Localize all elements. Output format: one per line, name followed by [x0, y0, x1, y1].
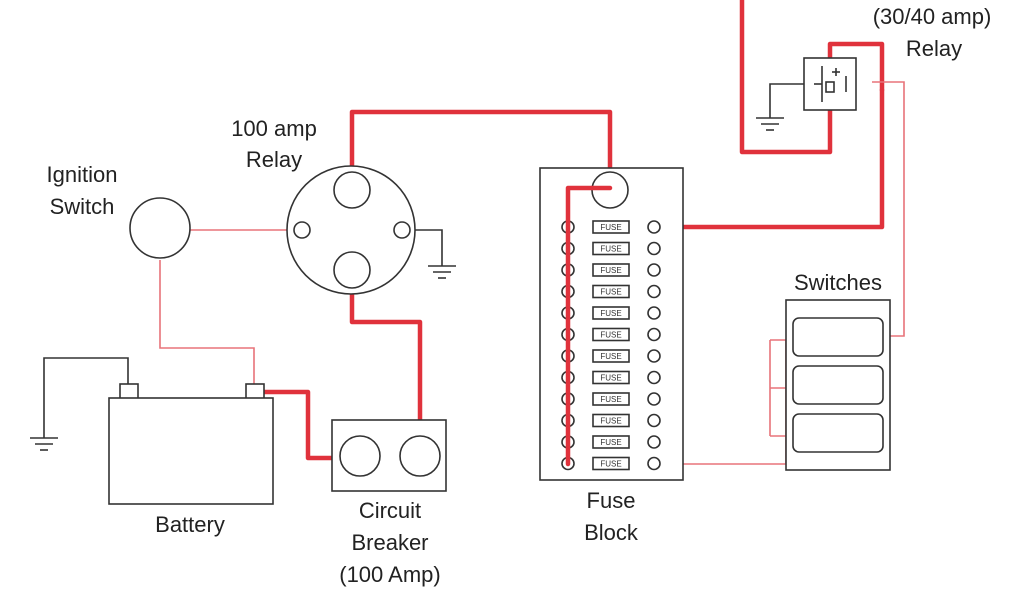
fuse: [592, 263, 630, 277]
switch-panel: [785, 299, 891, 471]
fuse-label: FUSE: [600, 245, 621, 254]
relay-load-wire: [739, 0, 833, 155]
fuse: [592, 456, 630, 471]
switches-label: Switches: [794, 270, 882, 295]
fuse-output-terminal: [647, 392, 661, 406]
switch-to-relay-wire: [872, 81, 905, 337]
fuse-label: FUSE: [600, 331, 621, 340]
relay-to-breaker-wire: [349, 269, 423, 461]
breaker-label-1: Circuit: [359, 498, 421, 523]
fuse-label: FUSE: [600, 460, 621, 469]
breaker-label-3: (100 Amp): [339, 562, 441, 587]
ignition-to-battery-wire: [159, 260, 255, 386]
fuse-output-terminal: [647, 327, 661, 342]
fuse-row: FUSE: [561, 370, 661, 385]
circuit-breaker: [331, 419, 447, 492]
relay-small-label-1: (30/40 amp): [873, 4, 992, 29]
relay-100-amp: [286, 165, 416, 295]
fuse-output-terminal: [647, 220, 661, 234]
fuse-block-label-2: Block: [584, 520, 639, 545]
fuse-bus-wire: [565, 185, 613, 467]
fuse-label: FUSE: [600, 395, 621, 404]
fuse-output-terminal: [647, 263, 661, 277]
fuse-row: FUSE: [561, 284, 661, 299]
fuse-block-label-1: Fuse: [587, 488, 636, 513]
fuse-output-terminal: [647, 349, 661, 363]
fuse-output-terminal: [647, 284, 661, 299]
relay-feed-wire: [827, 41, 885, 93]
breaker-terminal-left: [339, 435, 381, 477]
fuse-label: FUSE: [600, 374, 621, 383]
fuse-block: FUSE FUSE FUSE FUSE FUSE FUSE FUSE FUSE FUSE FUSE…: [539, 167, 684, 481]
ignition-label-1: Ignition: [47, 162, 118, 187]
fuse: [592, 370, 630, 385]
fuse-output-terminal: [647, 306, 661, 320]
fuse-output-terminal: [647, 435, 661, 449]
relay-100-terminal-right: [393, 221, 411, 239]
fuse: [592, 241, 630, 256]
fuse-row: FUSE: [561, 392, 661, 406]
relay-100-label-2: Relay: [246, 147, 302, 172]
fuse-output-terminal: [647, 413, 661, 428]
ground-symbol-small-relay: [756, 83, 804, 131]
breaker-terminal-right: [399, 435, 441, 477]
ignition-label-2: Switch: [50, 194, 115, 219]
rocker-switch-2[interactable]: [792, 365, 884, 405]
relay-100-terminal-bottom: [333, 251, 371, 289]
rocker-switch-1[interactable]: [792, 317, 884, 357]
fuse-label: FUSE: [600, 352, 621, 361]
fuse: [592, 327, 630, 342]
fuse-label: FUSE: [600, 438, 621, 447]
main-feed-wire: [349, 109, 613, 193]
fuse-label: FUSE: [600, 288, 621, 297]
ignition-switch[interactable]: [129, 197, 191, 259]
battery-label: Battery: [155, 512, 225, 537]
fuse: [592, 220, 630, 234]
fuse-output-terminal: [647, 456, 661, 471]
fuse-label: FUSE: [600, 223, 621, 232]
fuse-row: FUSE: [561, 263, 661, 277]
fuse-row: FUSE: [561, 327, 661, 342]
fuse: [592, 284, 630, 299]
fuse-label: FUSE: [600, 417, 621, 426]
fuse-to-relay-wire: [651, 87, 885, 230]
fuse-output-terminal: [647, 370, 661, 385]
fuse: [592, 413, 630, 428]
relay-100-terminal-left: [293, 221, 311, 239]
relay-30-40-amp: [803, 57, 857, 111]
ground-symbol-battery: [30, 357, 129, 451]
fuse-row: FUSE: [561, 413, 661, 428]
relay-small-label-2: Relay: [906, 36, 962, 61]
fuse-row: FUSE: [561, 220, 661, 234]
fuse: [592, 306, 630, 320]
relay-100-label-1: 100 amp: [231, 116, 317, 141]
fuse-label: FUSE: [600, 266, 621, 275]
fuse-row: FUSE: [561, 349, 661, 363]
fuse: [592, 392, 630, 406]
breaker-label-2: Breaker: [351, 530, 428, 555]
fuse-output-terminal: [647, 241, 661, 256]
fuse: [592, 435, 630, 449]
fuse-label: FUSE: [600, 309, 621, 318]
fuse: [592, 349, 630, 363]
fuse-row: FUSE: [561, 241, 661, 256]
relay-100-terminal-top: [333, 171, 371, 209]
battery: [108, 383, 274, 505]
rocker-switch-3[interactable]: [792, 413, 884, 453]
